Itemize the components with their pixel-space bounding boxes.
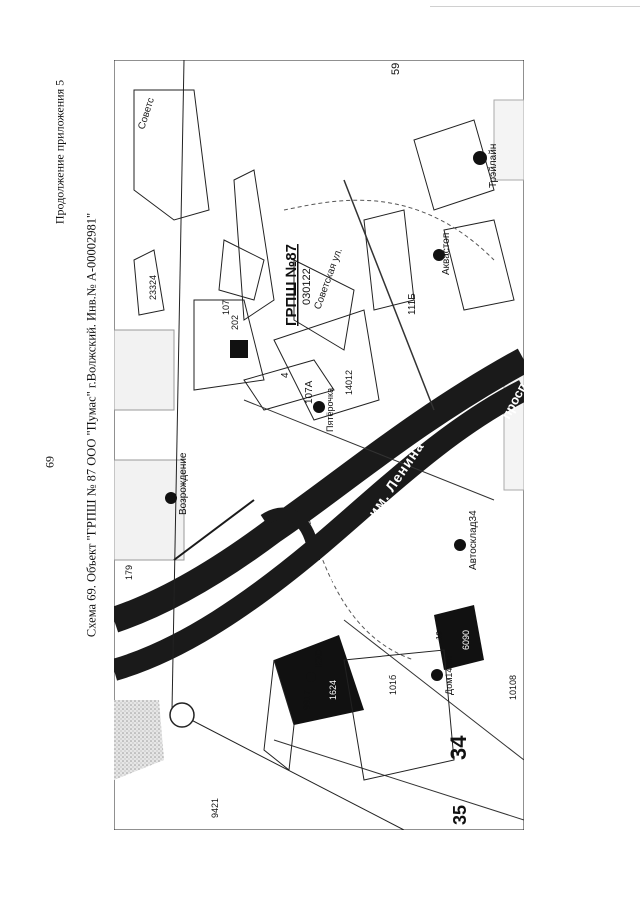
block-gray xyxy=(113,329,175,411)
poi-label: Аквастоп xyxy=(441,233,452,275)
shop-icon xyxy=(433,249,445,261)
building-number: 030122 xyxy=(301,268,313,305)
building-number: 14012 xyxy=(344,370,354,395)
avenue-road xyxy=(109,348,531,633)
building-outline xyxy=(133,89,210,221)
page-number: 69 xyxy=(42,456,57,468)
street-line xyxy=(243,399,495,501)
survey-line xyxy=(171,709,405,831)
building-outline xyxy=(218,239,265,301)
poi-label: Автосклад34 xyxy=(468,510,479,570)
building-outline xyxy=(413,119,495,211)
block-gray xyxy=(493,99,525,181)
building-number: 6090 xyxy=(461,630,471,650)
block-gray xyxy=(113,459,185,561)
building-number: 202 xyxy=(230,315,240,330)
building-number: 19 xyxy=(435,631,444,640)
map-canvas: ГРПШ №87 просп. им. Ленина просп. им. Ле… xyxy=(109,59,531,831)
zone-number: 34 xyxy=(446,735,471,760)
shop-icon xyxy=(306,672,316,682)
header-rule xyxy=(430,6,640,7)
building-number: 23324 xyxy=(148,275,158,300)
street-line xyxy=(173,499,255,561)
street-line xyxy=(273,739,525,821)
building-number: 1624 xyxy=(328,680,338,700)
building-number: 179 xyxy=(124,565,134,580)
building-number: 111Б xyxy=(407,293,418,315)
zone-number: 35 xyxy=(450,805,470,825)
dark-building xyxy=(434,605,484,670)
building-outline xyxy=(293,259,355,351)
building-outline xyxy=(133,249,165,316)
zone-number: 59 xyxy=(390,63,402,75)
street-line xyxy=(343,179,435,411)
building-number: 10108 xyxy=(508,675,518,700)
continuation-note: Продолжение приложения 5 xyxy=(52,79,67,225)
building-outline xyxy=(273,309,380,421)
building-outline xyxy=(243,359,335,411)
bank-icon xyxy=(165,492,177,504)
poi-label: Возрождение xyxy=(178,452,189,515)
medical-icon xyxy=(473,151,487,165)
building-outline xyxy=(233,169,275,321)
target-circle xyxy=(169,702,195,728)
building-number: 4 xyxy=(280,372,291,378)
poi-label: Пятёрочка xyxy=(325,388,335,432)
shaded-area xyxy=(114,700,164,780)
building-number: 107 xyxy=(221,300,231,315)
object-label: ГРПШ №87 xyxy=(283,244,300,326)
shop-icon xyxy=(431,669,443,681)
poi-label: Трэйлайн xyxy=(488,144,499,188)
boundary-dashed xyxy=(283,199,495,261)
building-number: 9917 xyxy=(302,690,312,710)
street-line xyxy=(343,619,525,761)
road-junction xyxy=(260,507,320,561)
building-outline xyxy=(193,299,265,391)
shop-icon xyxy=(454,539,466,551)
map-scheme: ГРПШ №87 просп. им. Ленина просп. им. Ле… xyxy=(109,59,531,831)
building-number: 9421 xyxy=(210,798,220,818)
building-outline xyxy=(343,649,455,781)
building-outline xyxy=(443,219,515,311)
poi-label: ЮС xyxy=(314,650,325,667)
dark-building xyxy=(274,635,364,725)
building-outline xyxy=(263,659,295,771)
building-number: 101б xyxy=(388,675,398,695)
building-outline xyxy=(363,209,415,311)
building-number: 107А xyxy=(304,380,315,404)
object-marker xyxy=(230,340,248,358)
poi-label: Дом14 кн xyxy=(444,656,454,695)
survey-line xyxy=(171,59,185,711)
shop-icon xyxy=(313,401,325,413)
scheme-caption: Схема 69. Объект "ГРПШ № 87 ООО "Пумас" … xyxy=(84,212,99,638)
